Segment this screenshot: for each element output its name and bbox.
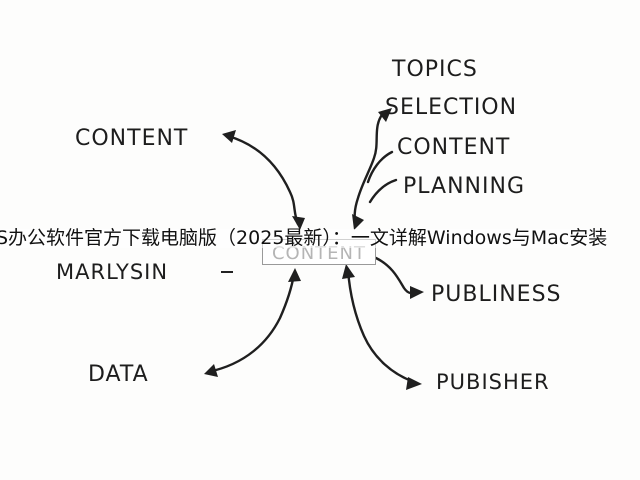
- arrowhead: [292, 216, 305, 230]
- arrowhead: [352, 214, 364, 230]
- arrow-pubisher: [346, 268, 416, 384]
- node-marlysin: MARLYSIN: [56, 260, 169, 284]
- marlysin-dash: [221, 271, 233, 273]
- arrowhead: [222, 130, 236, 143]
- arrowhead: [378, 108, 392, 122]
- center-node-label: CONTENT: [271, 243, 367, 264]
- arrowhead: [406, 377, 422, 390]
- arrow-planning-branch-3: [366, 150, 394, 184]
- arrowhead: [204, 364, 218, 377]
- arrow-content-left: [226, 134, 300, 226]
- arrow-data: [206, 272, 296, 374]
- arrowhead: [288, 268, 301, 282]
- node-pubisher: PUBISHER: [436, 370, 550, 394]
- node-selection: SELECTION: [385, 95, 518, 120]
- arrow-planning-branch: [353, 110, 386, 228]
- node-content-left: CONTENT: [75, 126, 189, 151]
- node-publiness: PUBLINESS: [431, 282, 562, 307]
- node-topics: TOPICS: [392, 57, 478, 82]
- arrowhead: [410, 286, 424, 299]
- arrowhead: [342, 264, 355, 279]
- overlay-title-text: S办公软件官方下载电脑版（2025最新）：一文详解Windows与Mac安装: [0, 229, 608, 248]
- node-content-right: CONTENT: [397, 135, 511, 160]
- arrow-planning-branch-2: [368, 178, 398, 204]
- node-planning: PLANNING: [403, 174, 525, 199]
- node-data: DATA: [88, 362, 149, 387]
